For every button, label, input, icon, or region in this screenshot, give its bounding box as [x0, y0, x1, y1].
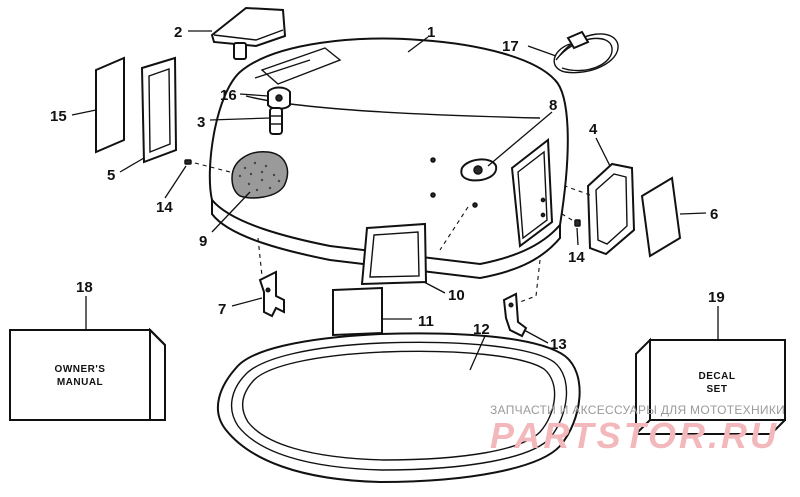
cable-part-17 [553, 30, 619, 74]
callout-6: 6 [710, 206, 718, 223]
callout-11: 11 [418, 313, 434, 330]
fastener-part-3 [269, 107, 283, 135]
panel-part-6 [640, 176, 682, 258]
owners-manual-box-part-18: OWNER'S MANUAL [9, 327, 166, 421]
callout-15: 15 [50, 108, 67, 125]
owners-manual-line2: MANUAL [57, 377, 103, 388]
screw-part-14-left [184, 159, 192, 165]
assembly-dash-lines [194, 162, 591, 303]
callout-3: 3 [197, 114, 205, 131]
latch-part-16 [267, 86, 291, 110]
callout-14-right: 14 [568, 249, 585, 266]
callout-1: 1 [427, 24, 435, 41]
panel-part-11 [332, 286, 383, 337]
callout-numbers: 1 2 3 4 5 6 7 8 9 10 11 12 13 14 14 15 1… [50, 24, 725, 353]
screw-part-14-right [574, 219, 581, 227]
handle-part-2 [210, 6, 287, 60]
frame-part-10 [360, 222, 428, 286]
engine-cover-part-1 [208, 37, 569, 280]
callout-7: 7 [218, 301, 226, 318]
decal-set-line1: DECAL [699, 371, 736, 382]
callout-10: 10 [448, 287, 465, 304]
seal-ring-part-12 [216, 332, 581, 484]
panel-part-15 [95, 56, 125, 154]
decal-set-line2: SET [707, 384, 728, 395]
bracket-part-7 [258, 270, 285, 318]
callout-17: 17 [502, 38, 519, 55]
callout-19: 19 [708, 289, 725, 306]
callout-5: 5 [107, 167, 115, 184]
callout-16: 16 [220, 87, 237, 104]
callout-18: 18 [76, 279, 93, 296]
watermark-tagline: ЗАПЧАСТИ И АКСЕССУАРЫ ДЛЯ МОТОТЕХНИКИ [490, 403, 785, 417]
callout-8: 8 [549, 97, 557, 114]
frame-part-4 [586, 162, 636, 256]
watermark: ЗАПЧАСТИ И АКСЕССУАРЫ ДЛЯ МОТОТЕХНИКИ PA… [490, 403, 785, 456]
frame-part-5 [140, 56, 178, 164]
leader-lines [71, 30, 719, 371]
bracket-part-13 [502, 292, 528, 338]
foam-pad-part-9 [231, 151, 289, 199]
callout-4: 4 [589, 121, 598, 138]
grommet-part-8 [460, 158, 498, 182]
callout-12: 12 [473, 321, 490, 338]
owners-manual-line1: OWNER'S [55, 364, 106, 375]
callout-2: 2 [174, 24, 182, 41]
callout-9: 9 [199, 233, 207, 250]
watermark-brand: PARTSTOR.RU [490, 415, 779, 456]
callout-14-left: 14 [156, 199, 173, 216]
callout-13: 13 [550, 336, 567, 353]
